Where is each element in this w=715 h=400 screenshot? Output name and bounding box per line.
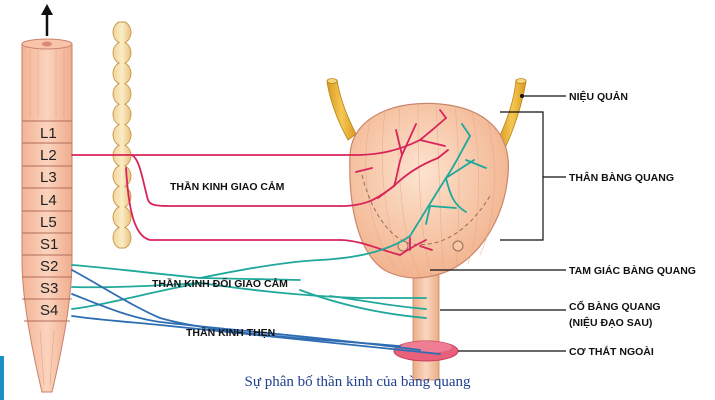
- segment-label-l3: L3: [40, 169, 57, 186]
- external-sphincter-label: CƠ THẮT NGOÀI: [569, 345, 654, 358]
- segment-label-s1: S1: [40, 236, 58, 253]
- segment-label-s3: S3: [40, 280, 58, 297]
- segment-label-s4: S4: [40, 302, 58, 319]
- figure-caption: Sự phân bố thần kinh của bàng quang: [244, 374, 471, 390]
- segment-label-l2: L2: [40, 147, 57, 164]
- external-sphincter: [393, 340, 459, 362]
- trigone-label: TAM GIÁC BÀNG QUANG: [569, 264, 696, 277]
- ureters: [326, 78, 527, 147]
- spinal-cord: [21, 38, 73, 393]
- leader-lines: [430, 95, 566, 352]
- upward-arrow-icon: [41, 4, 53, 36]
- pudendal-nerves: [71, 269, 441, 355]
- bladder: [349, 102, 509, 279]
- bladder-neck-label: CỔ BÀNG QUANG: [569, 300, 661, 313]
- segment-label-l4: L4: [40, 192, 57, 209]
- pudendal-nerve-label: THẦN KINH THẸN: [186, 326, 275, 339]
- segment-label-l5: L5: [40, 214, 57, 231]
- posterior-urethra-label: (NIỆU ĐẠO SAU): [569, 316, 652, 329]
- ureter-label: NIỆU QUẢN: [569, 90, 628, 103]
- sympathetic-nerves: [71, 109, 449, 256]
- bladder-body-label: THÂN BÀNG QUANG: [569, 171, 674, 184]
- spinal-segment-labels: L1 L2 L3 L4 L5 S1 S2 S3 S4: [40, 125, 58, 319]
- segment-label-l1: L1: [40, 125, 57, 142]
- sympathetic-chain: [112, 21, 132, 249]
- ureter-pointer-dot: [520, 94, 524, 98]
- left-accent-bar: [0, 356, 4, 400]
- urethra: [412, 269, 440, 381]
- parasympathetic-nerve-label: THẦN KINH ĐỐI GIAO CẢM: [152, 276, 288, 290]
- segment-label-s2: S2: [40, 258, 58, 275]
- sympathetic-nerve-label: THẦN KINH GIAO CẢM: [170, 180, 285, 193]
- parasympathetic-nerves: [71, 123, 487, 319]
